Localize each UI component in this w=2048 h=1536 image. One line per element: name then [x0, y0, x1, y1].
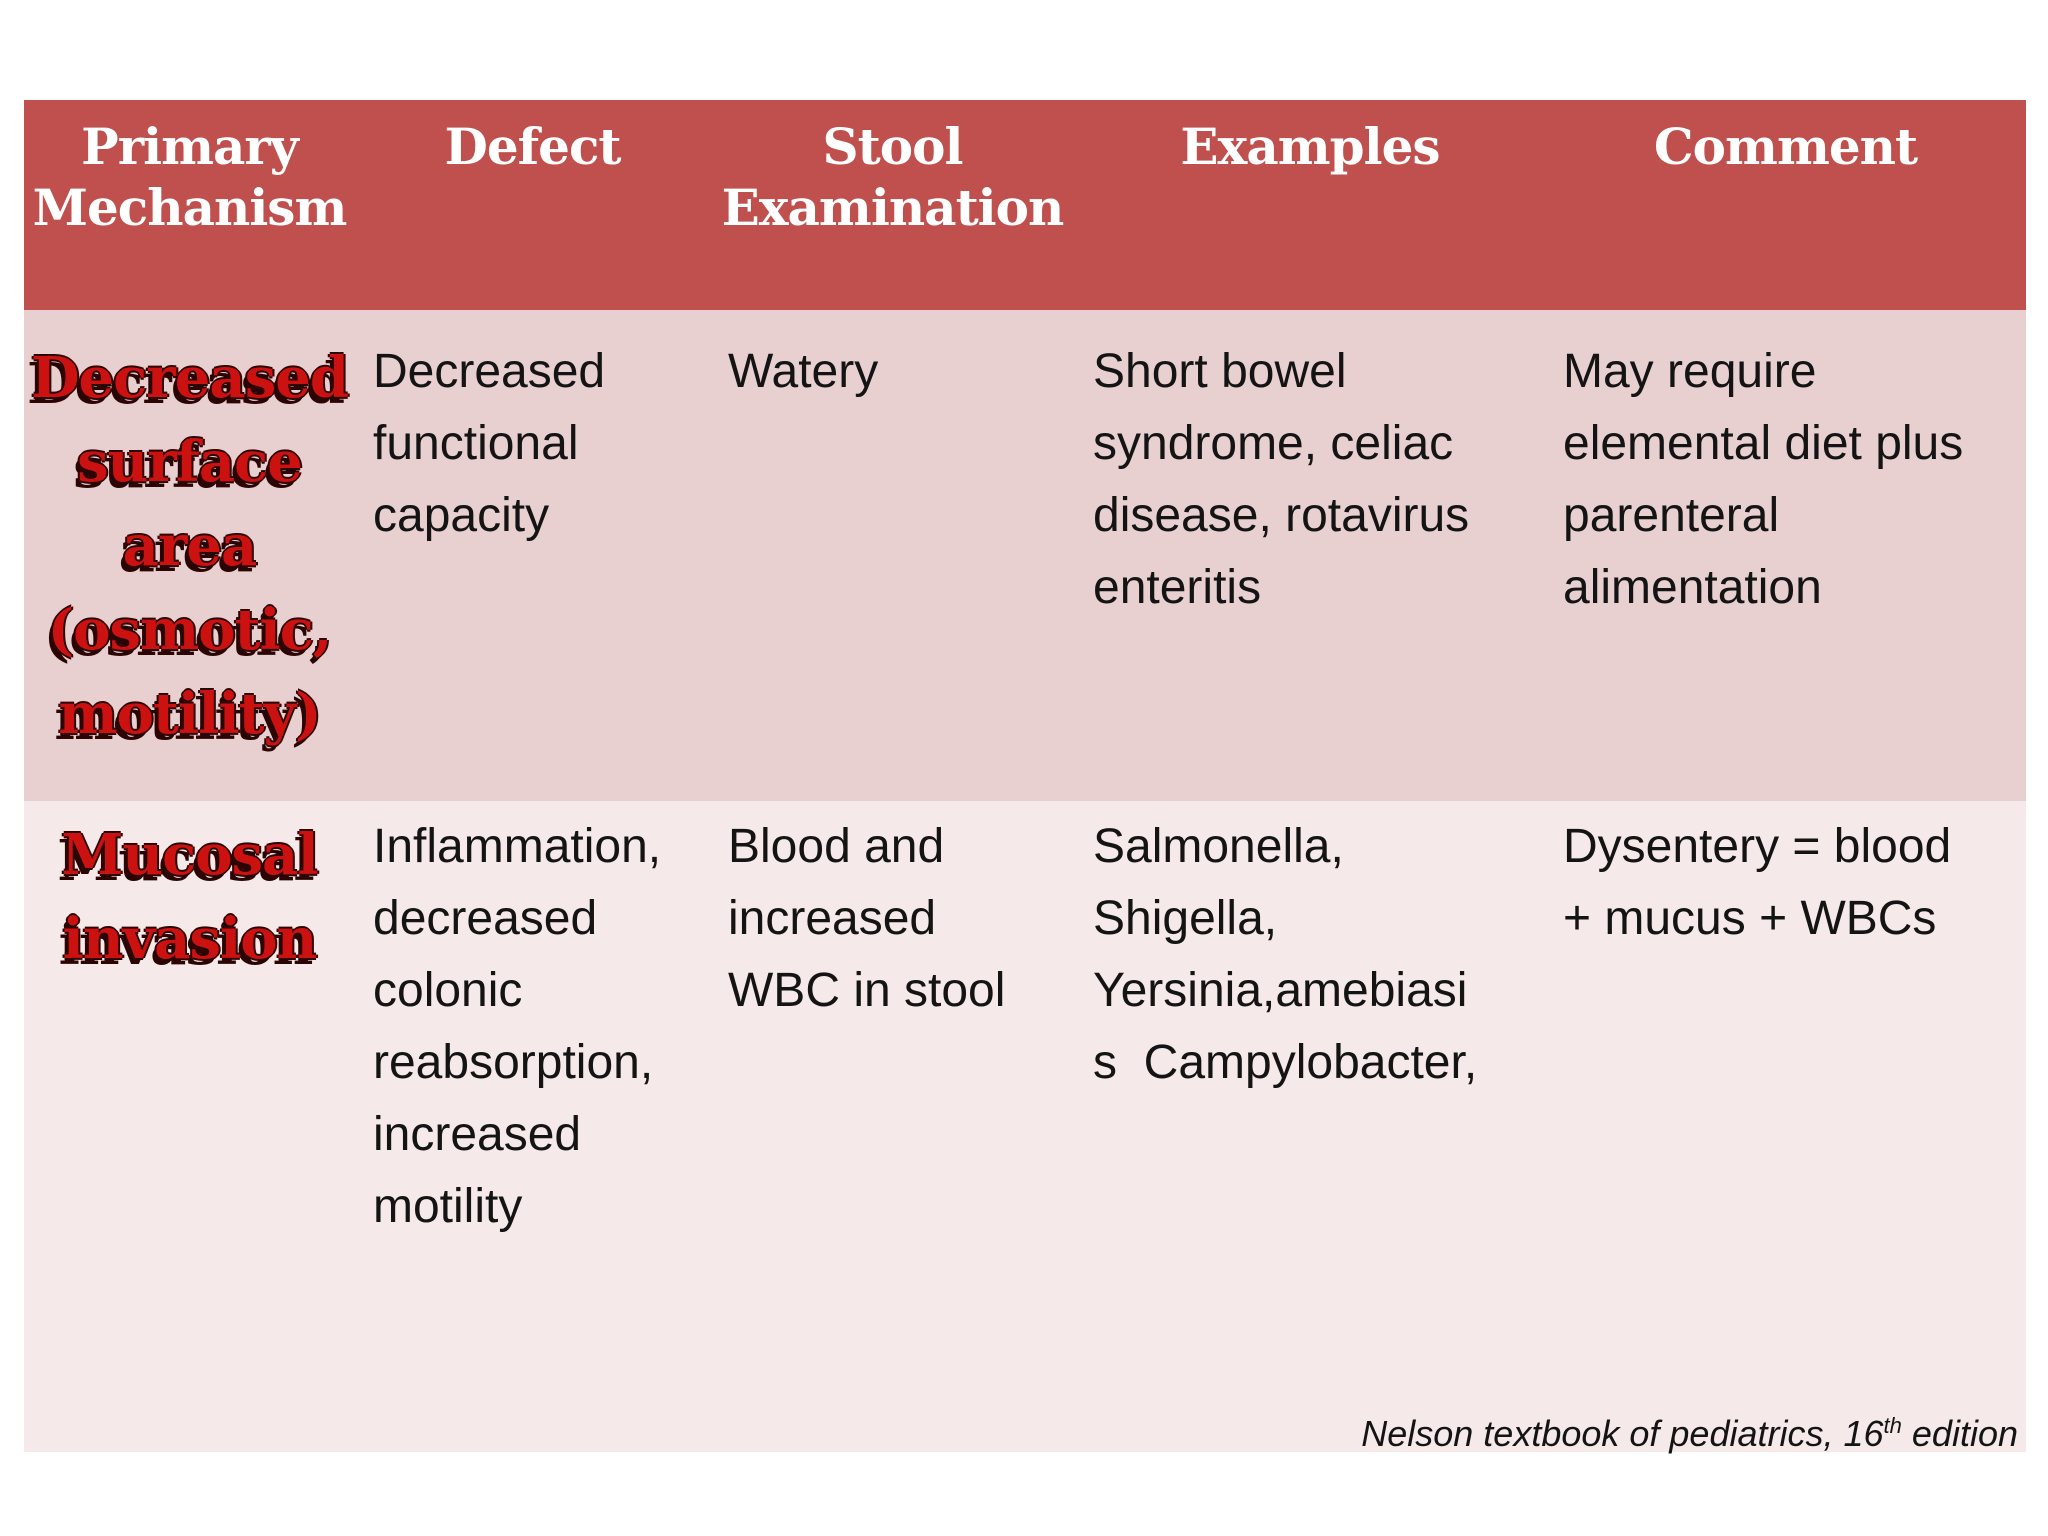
diarrhea-mechanisms-table: Primary Mechanism Defect Stool Examinati… — [24, 100, 2026, 1452]
cell-row1-defect: Decreased functional capacity — [355, 310, 710, 801]
cell-row2-defect: Inflammation, decreased colonic reabsorp… — [355, 801, 710, 1452]
column-header-stool-examination: Stool Examination — [710, 100, 1075, 310]
citation-prefix: Nelson textbook of pediatrics, 16 — [1361, 1413, 1884, 1454]
cell-row2-stool-examination: Blood and increased WBC in stool — [710, 801, 1075, 1452]
cell-row2-comment: Dysentery = blood + mucus + WBCs — [1545, 801, 2026, 1452]
cell-row1-mechanism: Decreased surface area (osmotic, motilit… — [24, 310, 355, 801]
column-header-examples: Examples — [1075, 100, 1545, 310]
source-citation: Nelson textbook of pediatrics, 16th edit… — [1361, 1412, 2018, 1456]
cell-row2-mechanism: Mucosal invasion — [24, 801, 355, 1452]
citation-superscript: th — [1883, 1413, 1902, 1438]
cell-row1-comment: May require elemental diet plus parenter… — [1545, 310, 2026, 801]
cell-row2-examples: Salmonella, Shigella, Yersinia,amebiasi … — [1075, 801, 1545, 1452]
citation-suffix: edition — [1901, 1413, 2018, 1454]
cell-row1-stool-examination: Watery — [710, 310, 1075, 801]
column-header-comment: Comment — [1545, 100, 2026, 310]
column-header-primary-mechanism: Primary Mechanism — [24, 100, 355, 310]
column-header-defect: Defect — [355, 100, 710, 310]
cell-row1-examples: Short bowel syndrome, celiac disease, ro… — [1075, 310, 1545, 801]
